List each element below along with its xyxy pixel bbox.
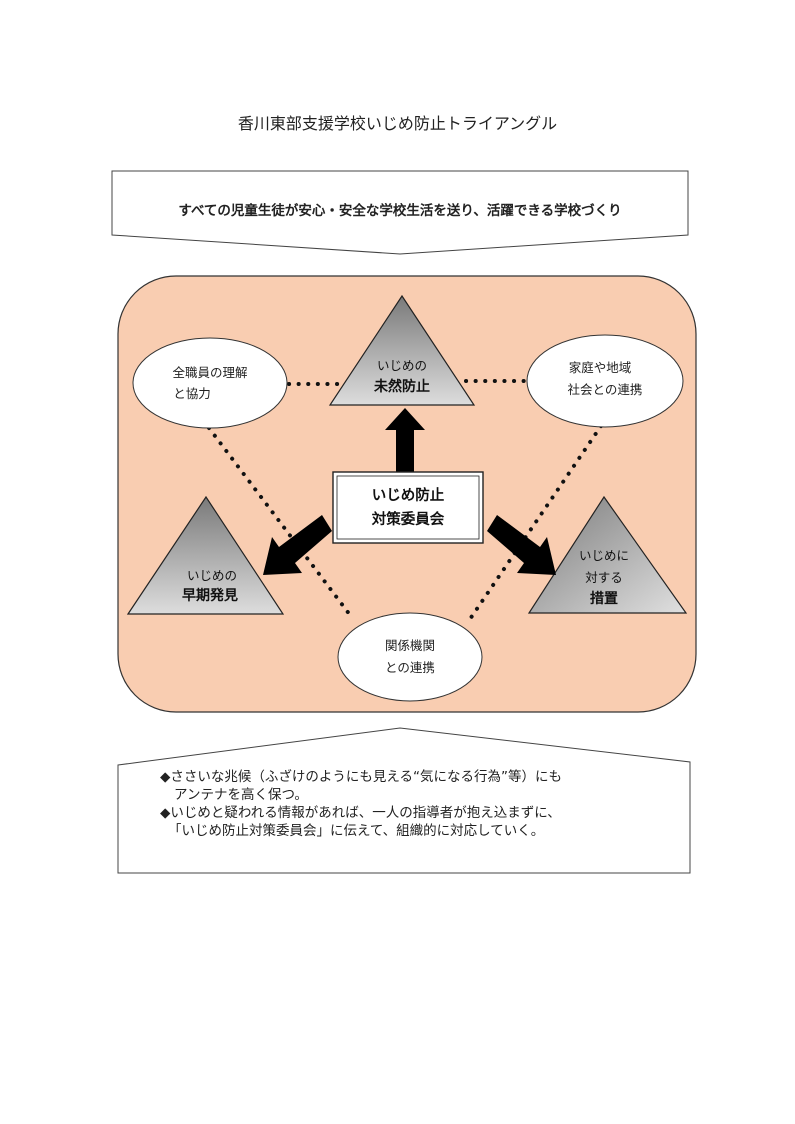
committee-label-line2: 対策委員会 bbox=[371, 510, 445, 528]
triangle-early-detection-line2: 早期発見 bbox=[182, 587, 238, 604]
arrow-down-left bbox=[263, 515, 332, 575]
oval-agency-line2: との連携 bbox=[385, 660, 435, 675]
goal-text: すべての児童生徒が安心・安全な学校生活を送り、活躍できる学校づくり bbox=[178, 203, 622, 219]
note-line: アンテナを高く保つ。 bbox=[174, 787, 308, 803]
triangle-response-line1: いじめに bbox=[579, 548, 629, 563]
oval-community-cooperation bbox=[526, 334, 684, 428]
oval-staff-line1: 全職員の理解 bbox=[172, 365, 247, 380]
dotted-connectors bbox=[207, 379, 603, 624]
note-line: ◆いじめと疑われる情報があれば、一人の指導者が抱え込まずに、 bbox=[160, 805, 561, 821]
notes-callout bbox=[117, 727, 691, 874]
arrow-up bbox=[385, 408, 425, 473]
committee-label-line1: いじめ防止 bbox=[372, 486, 445, 504]
triangle-prevention-line1: いじめの bbox=[377, 358, 427, 373]
triangle-prevention bbox=[328, 294, 476, 406]
triangle-prevention-line2: 未然防止 bbox=[374, 378, 430, 395]
note-line: 「いじめ防止対策委員会」に伝えて、組織的に対応していく。 bbox=[168, 823, 545, 839]
triangle-response-line3: 措置 bbox=[590, 590, 618, 607]
triangle-response bbox=[527, 495, 688, 614]
committee-box-inner bbox=[336, 475, 480, 540]
arrow-down-right bbox=[487, 515, 556, 575]
notes-list: ◆ささいな兆候（ふざけのようにも見える“気になる行為”等）にも アンテナを高く保… bbox=[160, 768, 562, 840]
oval-staff-line2: と協力 bbox=[173, 386, 211, 401]
committee-box bbox=[332, 471, 484, 544]
oval-staff-cooperation bbox=[132, 337, 288, 429]
triangle-early-detection bbox=[126, 495, 285, 615]
goal-banner bbox=[111, 170, 689, 255]
triangle-early-detection-line1: いじめの bbox=[187, 568, 237, 583]
triangle-response-line2: 対する bbox=[585, 570, 623, 585]
dotted-line-left-diagonal bbox=[207, 426, 352, 617]
dotted-line-right-diagonal bbox=[466, 424, 603, 624]
oval-agency-cooperation bbox=[337, 612, 483, 702]
oval-community-line2: 社会との連携 bbox=[568, 382, 643, 397]
oval-agency-line1: 関係機関 bbox=[385, 638, 435, 653]
note-line: ◆ささいな兆候（ふざけのようにも見える“気になる行為”等）にも bbox=[160, 769, 562, 785]
page-title: 香川東部支援学校いじめ防止トライアングル bbox=[237, 114, 558, 133]
oval-community-line1: 家庭や地域 bbox=[569, 360, 632, 375]
